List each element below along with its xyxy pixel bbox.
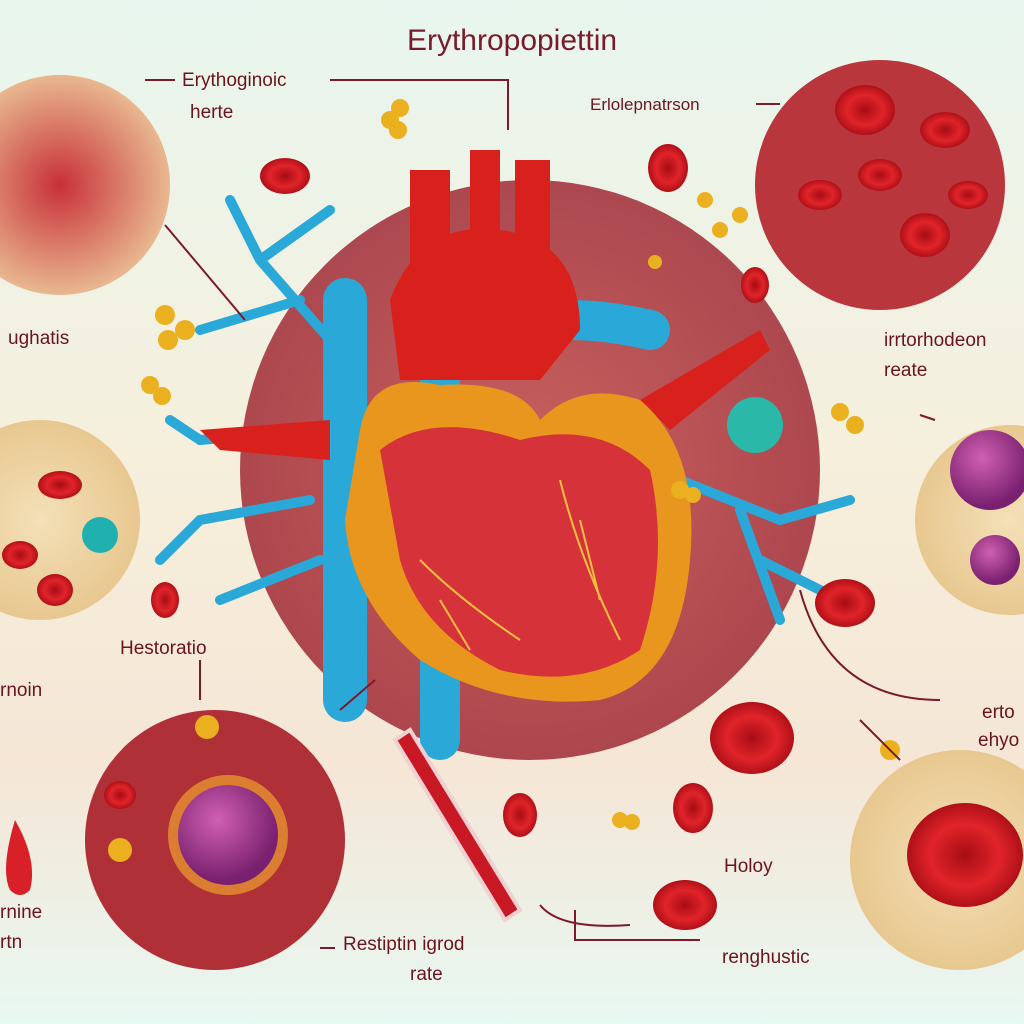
stem-cell — [178, 785, 278, 885]
red-blood-cells — [2, 85, 1023, 930]
circle-top-left — [0, 75, 170, 295]
label-ehyo: ehyo — [978, 730, 1020, 751]
label-erythoginoic: Erythoginoic — [182, 70, 287, 91]
purple-cell-small — [970, 535, 1020, 585]
page-title: Erythropopiettin — [406, 24, 618, 57]
red-arteries — [200, 150, 770, 460]
label-rtn: rtn — [0, 932, 23, 953]
label-renghustic: renghustic — [722, 947, 810, 968]
coronary-vessels — [419, 479, 621, 651]
label-restiptin-igrod: Restiptin igrod — [343, 934, 465, 955]
blood-drop — [6, 820, 33, 895]
label-ughatis: ughatis — [8, 328, 70, 349]
purple-cell — [950, 430, 1024, 510]
label-holoy: Holoy — [724, 856, 773, 877]
label-rnoin: rnoin — [0, 680, 43, 701]
label-reate: reate — [884, 360, 928, 381]
circle-left — [0, 420, 140, 620]
label-rnine: rnine — [0, 902, 43, 923]
label-rate: rate — [410, 964, 443, 985]
blood-tube — [392, 727, 523, 923]
label-irrtorhodeon: irrtorhodeon — [884, 330, 987, 351]
connector-lines — [145, 79, 941, 949]
gold-particles — [108, 99, 900, 862]
label-erlolepnatrson: Erlolepnatrson — [590, 95, 700, 114]
label-herte: herte — [190, 102, 234, 123]
label-erto: erto — [982, 702, 1015, 723]
teal-cell-left — [82, 517, 118, 553]
teal-cell — [727, 397, 783, 453]
label-hestoratio: Hestoratio — [120, 638, 207, 659]
